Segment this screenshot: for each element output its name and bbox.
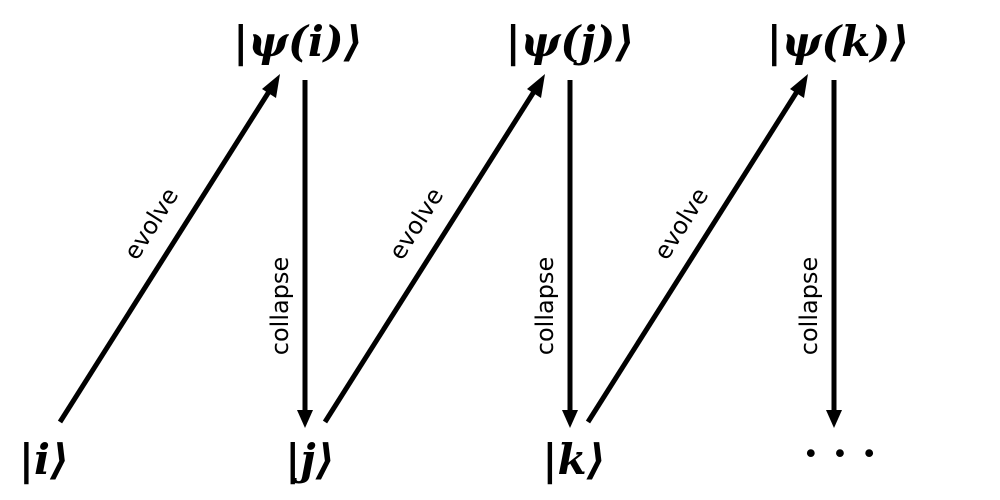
collapse-arrow-3 (826, 80, 842, 428)
evolve-arrow-1 (57, 74, 280, 424)
evolve-label-1: evolve (118, 183, 184, 265)
evolve-label-3: evolve (648, 183, 714, 265)
node-psi-k: |ψ(k)⟩ (767, 17, 910, 66)
node-psi-i: |ψ(i)⟩ (233, 17, 363, 66)
node-i: |i⟩ (19, 435, 69, 484)
collapse-label-3: collapse (795, 257, 823, 355)
node-psi-j: |ψ(j)⟩ (506, 17, 635, 66)
node-k: |k⟩ (542, 435, 606, 484)
collapse-arrow-1 (297, 80, 313, 428)
node-ellipsis: · · · (803, 429, 876, 478)
evolve-arrow-3 (585, 74, 808, 424)
evolve-arrow-2 (322, 74, 545, 424)
evolve-label-2: evolve (383, 183, 449, 265)
collapse-label-1: collapse (266, 257, 294, 355)
collapse-label-2: collapse (531, 257, 559, 355)
collapse-arrow-2 (562, 80, 578, 428)
node-j: |j⟩ (285, 435, 335, 484)
